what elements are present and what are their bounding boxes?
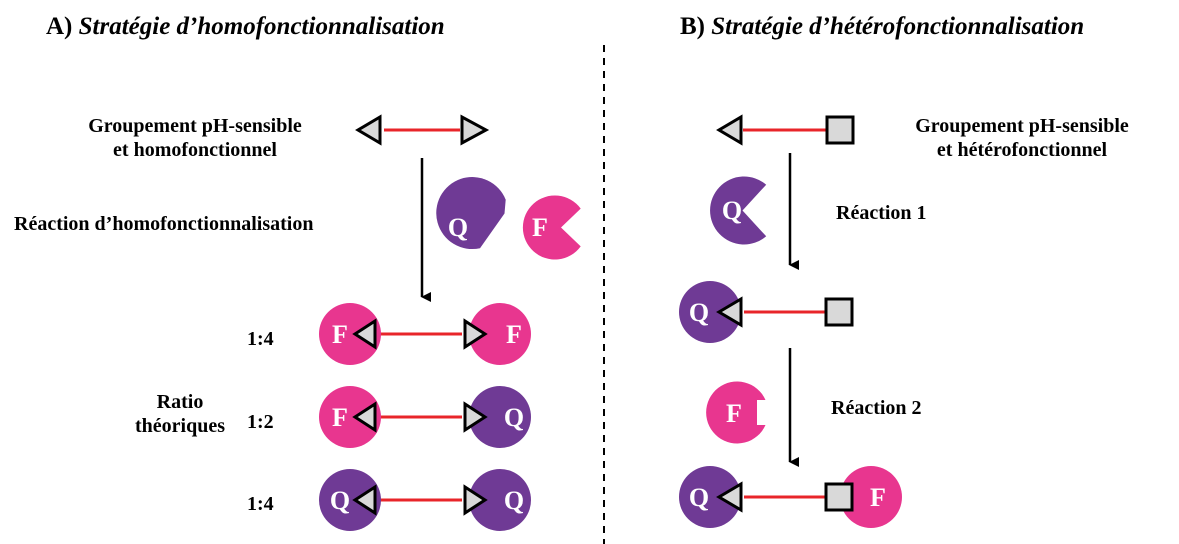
quencher-letter: Q (504, 403, 524, 432)
quencher-letter: Q (330, 486, 350, 515)
panel-b-reaction2-label: Réaction 2 (831, 397, 922, 419)
fluorophore-letter: F (726, 399, 742, 428)
panel-b-reaction1-label: Réaction 1 (836, 202, 927, 224)
quencher-letter: Q (722, 196, 742, 225)
triangle-group (352, 484, 377, 516)
square-group (824, 297, 854, 327)
panel-a-group-line2: et homofonctionnel (113, 139, 277, 161)
homofunctional-group (355, 114, 490, 146)
panel-b-group-line2: et hétérofonctionnel (936, 139, 1108, 161)
panel-a-ratio-line2: théoriques (135, 415, 225, 437)
quencher-circle (679, 466, 741, 528)
quencher-shape (710, 176, 767, 245)
panel-a-ratio-line1: Ratio (156, 391, 204, 413)
quencher-reactant: Q (710, 176, 767, 245)
triangle-group (352, 318, 377, 350)
panel-a-group-line1: Groupement pH-sensible (88, 115, 302, 137)
panel-b-title: B) Stratégie d’hétérofonctionnalisation (680, 12, 1084, 42)
fluorophore-letter: F (532, 213, 548, 242)
panel-a-letter: A) (46, 13, 73, 40)
right-triangle-group (460, 114, 490, 146)
ratio-value: 1:4 (247, 328, 274, 350)
triangle-group (716, 114, 743, 146)
left-triangle-group (355, 114, 382, 146)
heterofunctional-group (716, 114, 855, 146)
fluorophore-reactant: F (706, 381, 766, 444)
triangle-group (463, 484, 488, 516)
square-group (825, 115, 855, 145)
fluorophore-circle (319, 303, 381, 365)
triangle-group (463, 401, 488, 433)
quencher-reactant: Q (436, 177, 506, 250)
quencher-letter: Q (504, 486, 524, 515)
triangle-group (463, 318, 488, 350)
fluorophore-shape (706, 381, 766, 444)
panel-a-title: A) Stratégie d’homofonctionnalisation (46, 12, 445, 42)
panel-b-group-label: Groupement pH-sensible et hétérofonction… (872, 114, 1172, 162)
fluorophore-circle (319, 386, 381, 448)
panel-a-reaction-label: Réaction d’homofonctionnalisation (14, 213, 314, 235)
quencher-letter: Q (689, 483, 709, 512)
quencher-letter: Q (448, 213, 468, 242)
quencher-circle (319, 469, 381, 531)
final-product: Q F (679, 466, 902, 528)
triangle-group (352, 401, 377, 433)
fluorophore-shape (522, 195, 581, 260)
triangle-group (716, 296, 743, 328)
panel-a-ratio-label: Ratio théoriques (120, 390, 240, 438)
fluorophore-letter: F (506, 320, 522, 349)
quencher-letter: Q (689, 298, 709, 327)
quencher-circle (469, 469, 531, 531)
panel-a-title-text: Stratégie d’homofonctionnalisation (78, 13, 445, 40)
panel-b-letter: B) (680, 13, 705, 40)
fluorophore-circle (840, 466, 902, 528)
fluorophore-reactant: F (522, 195, 581, 260)
quencher-circle (679, 281, 741, 343)
intermediate-product: Q (679, 281, 854, 343)
fluorophore-circle (469, 303, 531, 365)
product-ff: F F (319, 303, 531, 365)
panel-b-group-line1: Groupement pH-sensible (915, 115, 1129, 137)
ratio-value: 1:2 (247, 411, 274, 433)
fluorophore-letter: F (870, 483, 886, 512)
product-qq: Q Q (319, 469, 531, 531)
fluorophore-letter: F (332, 320, 348, 349)
panel-a-group-label: Groupement pH-sensible et homofonctionne… (50, 114, 340, 162)
quencher-circle (469, 386, 531, 448)
triangle-group (716, 481, 743, 513)
quencher-shape (436, 177, 506, 250)
fluorophore-letter: F (332, 403, 348, 432)
ratio-value: 1:4 (247, 493, 274, 515)
panel-b-title-text: Stratégie d’hétérofonctionnalisation (711, 13, 1085, 40)
square-group (824, 482, 854, 512)
product-fq: F Q (319, 386, 531, 448)
